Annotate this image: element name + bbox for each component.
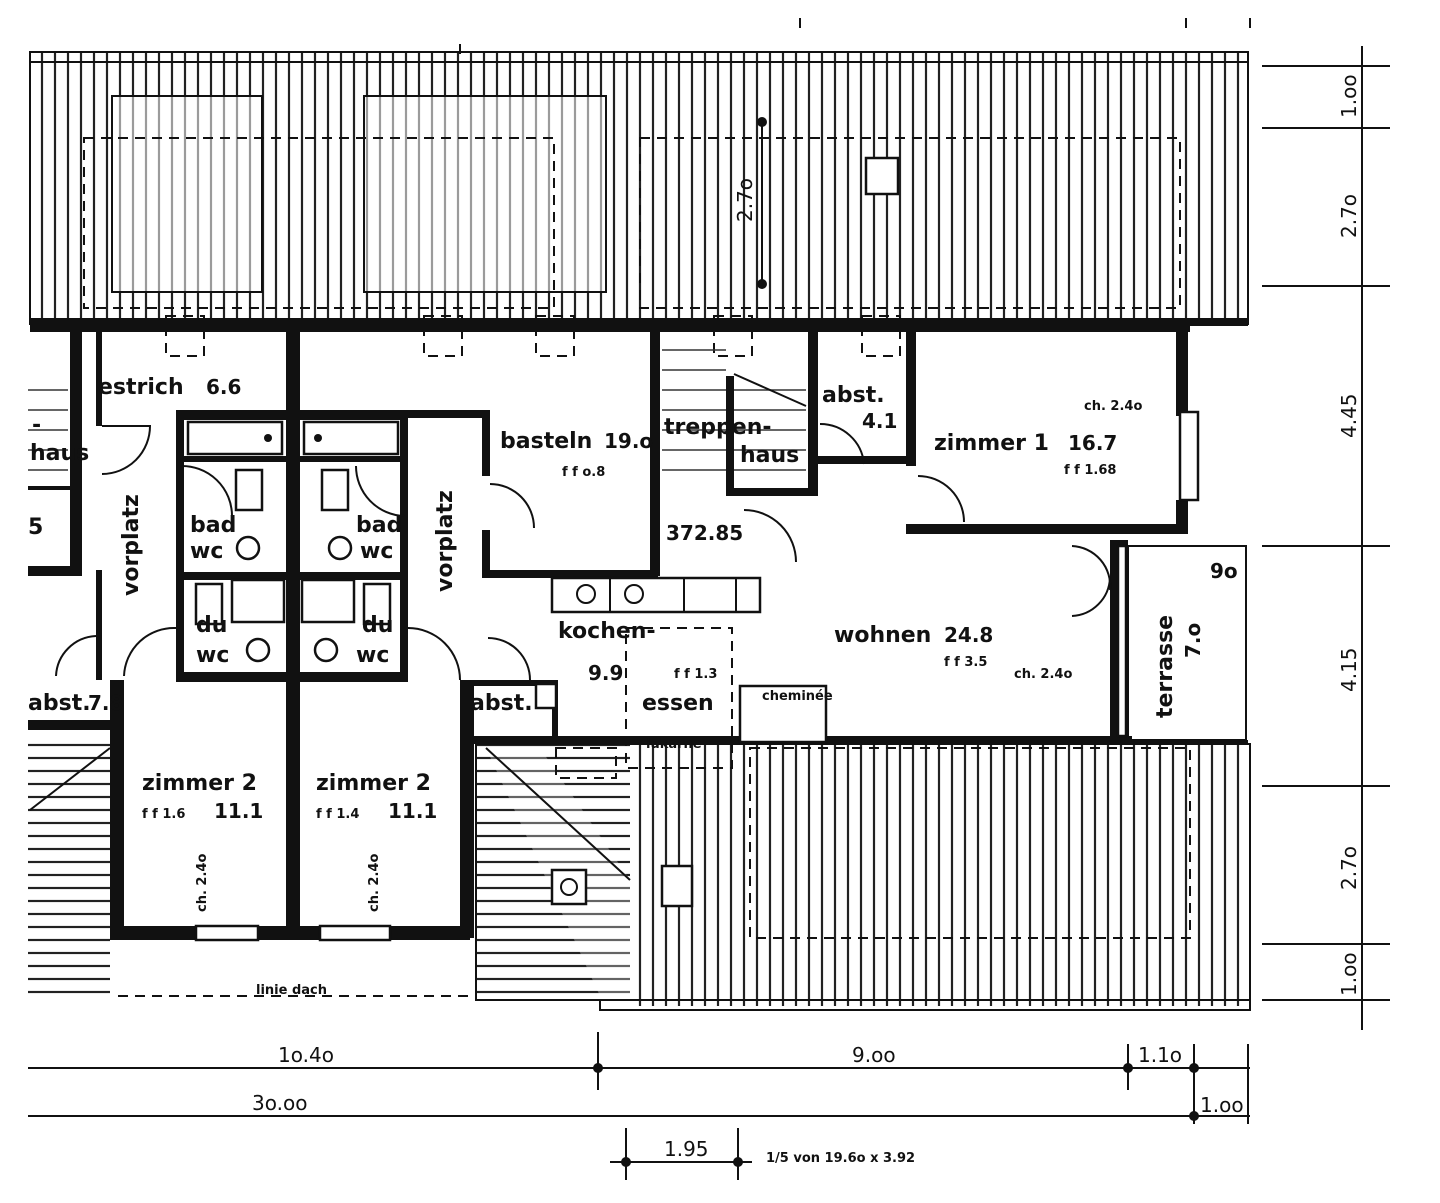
dim-bottom-5: 1.oo bbox=[1200, 1093, 1244, 1117]
room-zimmer2-left-ff: f f 1.6 bbox=[142, 807, 185, 822]
dim-bottom-2: 9.oo bbox=[852, 1043, 896, 1067]
room-du-wc-left: wc bbox=[196, 643, 229, 668]
room-abst-top: abst. bbox=[822, 383, 885, 408]
room-zimmer2-left: zimmer 2 bbox=[142, 771, 257, 796]
room-partial-left: 5 bbox=[28, 515, 43, 540]
dim-bottom-3: 1.1o bbox=[1138, 1043, 1182, 1067]
room-treppenhaus: treppen- bbox=[664, 415, 772, 440]
dim-right-1: 1.oo bbox=[1337, 74, 1361, 118]
level-mark: 372.85 bbox=[666, 521, 743, 545]
room-du-wc-right: wc bbox=[356, 643, 389, 668]
dim-bottom-1: 1o.4o bbox=[278, 1043, 334, 1067]
room-zimmer2-right-ch: ch. 2.4o bbox=[367, 854, 382, 912]
terrace-small-dim: 9o bbox=[1210, 559, 1238, 583]
room-treppenhaus-left: - bbox=[32, 413, 41, 438]
room-basteln: basteln bbox=[500, 429, 592, 454]
room-wohnen-area: 24.8 bbox=[944, 623, 993, 647]
dim-note: 1/5 von 19.6o x 3.92 bbox=[766, 1151, 915, 1166]
dim-right-2: 2.7o bbox=[1337, 194, 1361, 238]
room-terrasse: terrasse bbox=[1153, 615, 1178, 718]
room-zimmer1: zimmer 1 bbox=[934, 431, 1049, 456]
dim-right-3: 4.45 bbox=[1337, 393, 1361, 438]
room-abst-left: abst. bbox=[28, 691, 91, 716]
room-zimmer2-left-area: 11.1 bbox=[214, 799, 263, 823]
room-essen-ff: f f 1.3 bbox=[674, 667, 717, 682]
room-estrich: estrich bbox=[98, 375, 184, 400]
door-swings bbox=[55, 422, 1248, 744]
room-basteln-area: 19.o bbox=[604, 429, 653, 453]
room-labels: estrich 6.6 vorplatz vorplatz bad wc bad… bbox=[28, 375, 1238, 998]
room-estrich-area: 6.6 bbox=[206, 375, 241, 399]
room-zimmer2-right: zimmer 2 bbox=[316, 771, 431, 796]
top-ticks bbox=[459, 18, 1251, 54]
room-bad-right: bad bbox=[356, 513, 402, 538]
room-zimmer2-right-area: 11.1 bbox=[388, 799, 437, 823]
room-wc-right: wc bbox=[360, 539, 393, 564]
dim-bottom-4: 3o.oo bbox=[252, 1091, 307, 1115]
roof-top: 2.7o bbox=[29, 51, 1249, 325]
room-wc-left: wc bbox=[190, 539, 223, 564]
room-wohnen: wohnen bbox=[834, 623, 931, 648]
room-abst-left-area: 7.8 bbox=[88, 691, 123, 715]
room-treppenhaus-2: haus bbox=[740, 443, 799, 468]
sanitary-fixtures bbox=[186, 420, 400, 663]
lukarne-label: lukarne bbox=[646, 737, 702, 752]
dim-right-4: 4.15 bbox=[1337, 647, 1361, 692]
room-terrasse-area: 7.o bbox=[1181, 623, 1205, 658]
room-du-left: du bbox=[196, 613, 227, 638]
stairs bbox=[28, 334, 807, 488]
room-zimmer1-area: 16.7 bbox=[1068, 431, 1117, 455]
roof-bottom bbox=[28, 740, 1251, 1011]
room-vorplatz-left: vorplatz bbox=[119, 494, 144, 596]
room-zimmer2-right-ff: f f 1.4 bbox=[316, 807, 359, 822]
room-bad-left: bad bbox=[190, 513, 236, 538]
room-wohnen-ch: ch. 2.4o bbox=[1014, 667, 1072, 682]
room-kochen-area: 9.9 bbox=[588, 661, 623, 685]
windows bbox=[194, 410, 1200, 942]
room-wohnen-ff: f f 3.5 bbox=[944, 655, 987, 670]
room-vorplatz-right: vorplatz bbox=[433, 490, 458, 592]
room-abst-top-area: 4.1 bbox=[862, 409, 897, 433]
room-zimmer1-ch: ch. 2.4o bbox=[1084, 399, 1142, 414]
dimension-bottom: 1o.4o 9.oo 1.1o 3o.oo 1.oo 1.95 1/5 von … bbox=[28, 1032, 1250, 1180]
dim-right-6: 1.oo bbox=[1337, 952, 1361, 996]
roof-dim-label: 2.7o bbox=[733, 178, 757, 222]
roof-line-label: linie dach bbox=[256, 983, 327, 998]
room-basteln-ff: f f o.8 bbox=[562, 465, 605, 480]
cheminee-label: cheminée bbox=[762, 689, 833, 704]
dim-bottom-6: 1.95 bbox=[664, 1137, 709, 1161]
room-zimmer2-left-ch: ch. 2.4o bbox=[195, 854, 210, 912]
dimension-right: 1.oo 2.7o 4.45 4.15 2.7o 1.oo bbox=[1262, 46, 1390, 1030]
room-zimmer1-ff: f f 1.68 bbox=[1064, 463, 1116, 478]
room-du-right: du bbox=[362, 613, 393, 638]
room-essen: essen bbox=[642, 691, 714, 716]
room-abst-mid: abst. bbox=[470, 691, 533, 716]
room-treppenhaus-left-2: haus bbox=[30, 441, 89, 466]
kitchen-counter bbox=[534, 576, 828, 769]
room-kochen: kochen- bbox=[558, 619, 656, 644]
dim-right-5: 2.7o bbox=[1337, 846, 1361, 890]
